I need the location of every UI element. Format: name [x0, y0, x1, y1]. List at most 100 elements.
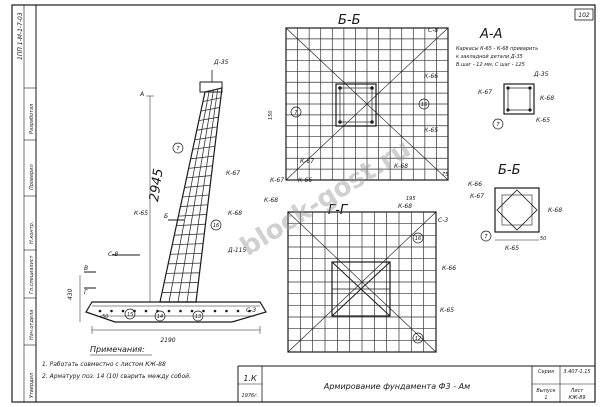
bubble-12-gg: 12 — [412, 332, 424, 344]
title-year: 1976г. — [242, 393, 259, 399]
label-k65: К-65 — [134, 210, 148, 217]
svg-text:13: 13 — [195, 314, 201, 320]
bubble-7-aa: 7 — [492, 118, 504, 130]
label-k68: К-68 — [228, 210, 242, 217]
series-value: 3.407-1.15 — [563, 369, 590, 375]
label-c3: С-3 — [246, 307, 256, 314]
label-k65-aa: К-65 — [536, 117, 550, 124]
notes-heading: Примечания: — [90, 345, 145, 354]
label-k67-b6: К-67 — [470, 193, 484, 200]
label-b: Б — [164, 213, 168, 220]
section-b6 — [494, 187, 540, 241]
label-c8-bb: С-8 — [428, 27, 438, 34]
label-v: В — [84, 265, 88, 272]
label-k65-b6: К-65 — [505, 245, 519, 252]
svg-text:7: 7 — [496, 122, 500, 128]
label-k68-gg-2: К-68 — [398, 203, 412, 210]
svg-text:16: 16 — [213, 223, 219, 229]
sheet-value: КЖ-89 — [568, 395, 585, 401]
note-item-1: 1. Работать совместно с листом КЖ-88 — [42, 361, 166, 368]
dim-150: 150 — [268, 110, 274, 120]
svg-text:7: 7 — [484, 234, 488, 240]
label-k67: К-67 — [226, 170, 240, 177]
note-aa-line-2: к закладной детали Д-35 — [456, 54, 523, 60]
note-aa-line-3: В.шаг - 12 мм, С шаг - 125 — [456, 62, 525, 68]
svg-text:7: 7 — [294, 110, 298, 116]
issue-label: Выпуск — [536, 388, 555, 394]
label-g: Г — [84, 289, 88, 296]
label-k65-gg: К-65 — [440, 307, 454, 314]
label-k68-aa: К-68 — [540, 95, 554, 102]
bubble-7-bb: 7 — [290, 106, 302, 118]
label-c3-gg: С-3 — [438, 217, 448, 224]
note-item-2: 2. Арматуру поз. 14 (10) сварить между с… — [42, 373, 191, 380]
side-stamp: Разработал Проверил Н.контр. Гл.специали… — [24, 87, 36, 398]
dim-column-height: 2945 — [147, 168, 166, 203]
side-stamp-row: Утвердил — [29, 372, 35, 398]
section-title-gg: Г-Г — [328, 203, 349, 218]
svg-text:15: 15 — [127, 312, 133, 318]
drawing-title: Армирование фундамента Ф3 - Ам — [323, 382, 470, 391]
section-gg-plan — [287, 211, 437, 353]
side-stamp-row: Нач.отдела — [29, 310, 35, 340]
issue-value: 1 — [544, 395, 547, 401]
sheet-frame — [11, 4, 596, 403]
svg-text:16: 16 — [421, 102, 427, 108]
watermark: block-gost.ru — [235, 134, 416, 262]
svg-text:12: 12 — [415, 336, 421, 342]
label-a: А — [139, 91, 144, 98]
dim-195: 195 — [406, 196, 416, 202]
title-sheet-code: 1.К — [243, 374, 257, 383]
label-k65-bb: К-65 — [424, 127, 438, 134]
label-k68-b6: К-68 — [548, 207, 562, 214]
svg-text:16: 16 — [415, 236, 421, 242]
bubble-7-b6: 7 — [480, 230, 492, 242]
side-stamp-row: Разработал — [29, 103, 35, 134]
label-k67-bb: К-67 — [300, 158, 314, 165]
side-stamp-row: Проверил — [29, 164, 35, 190]
side-stamp-row: Гл.специалист — [29, 254, 35, 294]
series-label: Серия — [538, 369, 554, 375]
bubble-15: 15 — [124, 308, 136, 320]
section-title-aa: А-А — [479, 27, 502, 42]
section-title-b6: Б-Б — [498, 163, 521, 178]
label-k67-gg: К-67 — [270, 177, 284, 184]
dim-50: 50 — [102, 314, 108, 320]
svg-text:7: 7 — [176, 146, 180, 152]
label-k68-bb: К-68 — [394, 163, 408, 170]
label-k68-gg: К-68 — [264, 197, 278, 204]
label-k67-aa: К-67 — [478, 89, 492, 96]
column-elevation — [79, 70, 267, 334]
section-title-bb: Б-Б — [338, 13, 361, 28]
label-k66-b6: К-66 — [468, 181, 482, 188]
sheet-label: Лист — [570, 388, 585, 394]
label-k66-bb: К-66 — [424, 73, 438, 80]
dim-75: 75 — [442, 172, 448, 178]
section-bb-plan — [285, 27, 449, 181]
label-d115: Д-115 — [227, 247, 246, 254]
label-k66-gg-2: К-66 — [442, 265, 456, 272]
title-block — [237, 365, 595, 402]
section-aa — [503, 83, 535, 115]
side-code: 1ПП 1-М-1-7-03 — [17, 12, 24, 60]
bubble-16: 16 — [210, 219, 222, 231]
label-k66-gg: К-66 — [298, 177, 312, 184]
bubble-7: 7 — [172, 142, 184, 154]
bubble-16-bb: 16 — [418, 98, 430, 110]
label-d35: Д-35 — [213, 59, 229, 66]
dim-50-b6: 50 — [540, 236, 546, 242]
bubble-13: 13 — [192, 310, 204, 322]
dim-base-width: 2190 — [160, 337, 175, 344]
label-d35-aa: Д-35 — [533, 71, 549, 78]
bubble-16-gg: 16 — [412, 232, 424, 244]
note-aa-line-1: Каркасы К-65 - К-68 приварить — [456, 46, 538, 52]
page-number-box — [574, 8, 594, 21]
page-number: 102 — [578, 12, 590, 19]
bubble-14: 14 — [154, 310, 166, 322]
svg-text:14: 14 — [157, 314, 163, 320]
side-stamp-row: Н.контр. — [29, 222, 35, 244]
label-c8: С-8 — [108, 251, 118, 258]
dim-base-height: 430 — [67, 288, 74, 300]
